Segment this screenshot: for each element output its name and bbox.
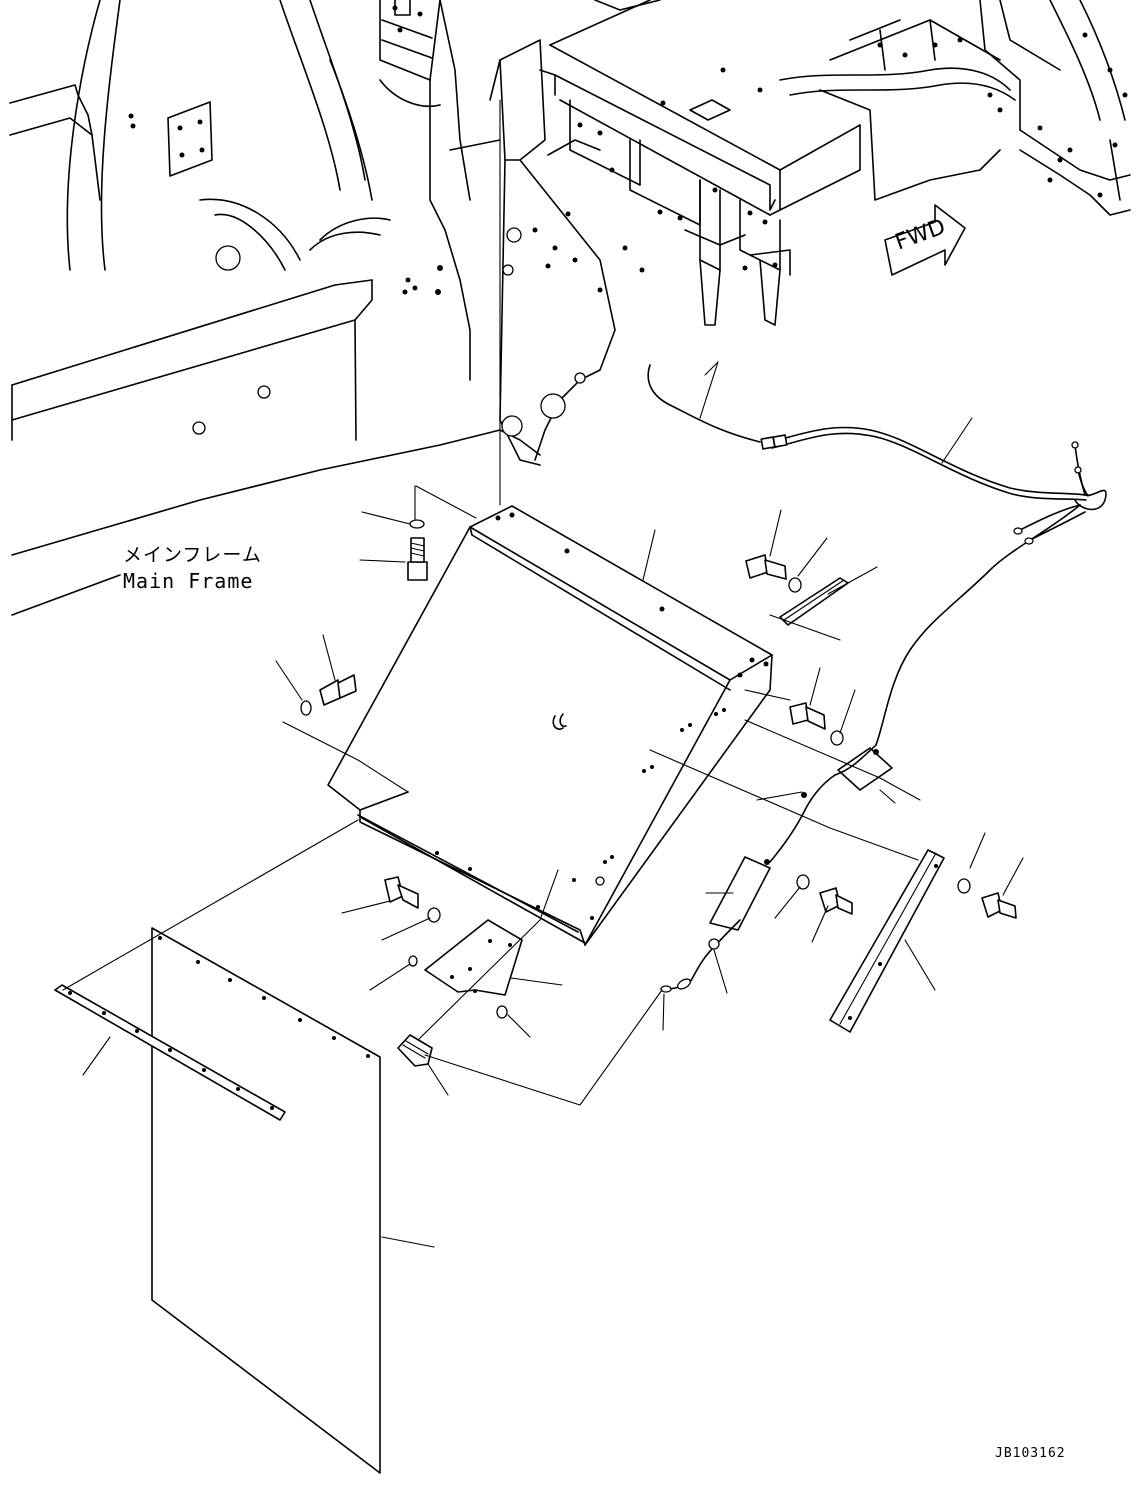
assembly-lines <box>62 99 921 1106</box>
bolt-left <box>300 674 357 716</box>
bolt-bracket <box>796 874 853 915</box>
lamp-bracket <box>424 919 523 996</box>
harness-clamp-plate-lower <box>709 856 771 931</box>
mud-flap <box>151 927 381 1474</box>
main-frame-label-en: Main Frame <box>123 569 254 593</box>
bolt-rail <box>957 878 1017 919</box>
leader-lines <box>82 361 1024 1248</box>
bolt-top <box>407 519 428 581</box>
bolt-upper-right <box>745 554 802 593</box>
main-frame-label-jp: メインフレーム <box>123 544 262 566</box>
wiring-harness <box>647 364 1107 993</box>
fwd-arrow-icon <box>884 204 966 276</box>
bolt-mid-right <box>789 702 844 746</box>
main-frame <box>9 0 1131 616</box>
cover-panel <box>327 505 773 946</box>
harness-clamp-plate-upper <box>837 747 893 791</box>
clamp-bar <box>54 984 286 1121</box>
bolt-lamp <box>384 876 508 1019</box>
side-lamp <box>397 1034 433 1067</box>
rail-bracket-lower <box>829 849 945 1033</box>
drawing-code: JB103162 <box>995 1446 1066 1461</box>
